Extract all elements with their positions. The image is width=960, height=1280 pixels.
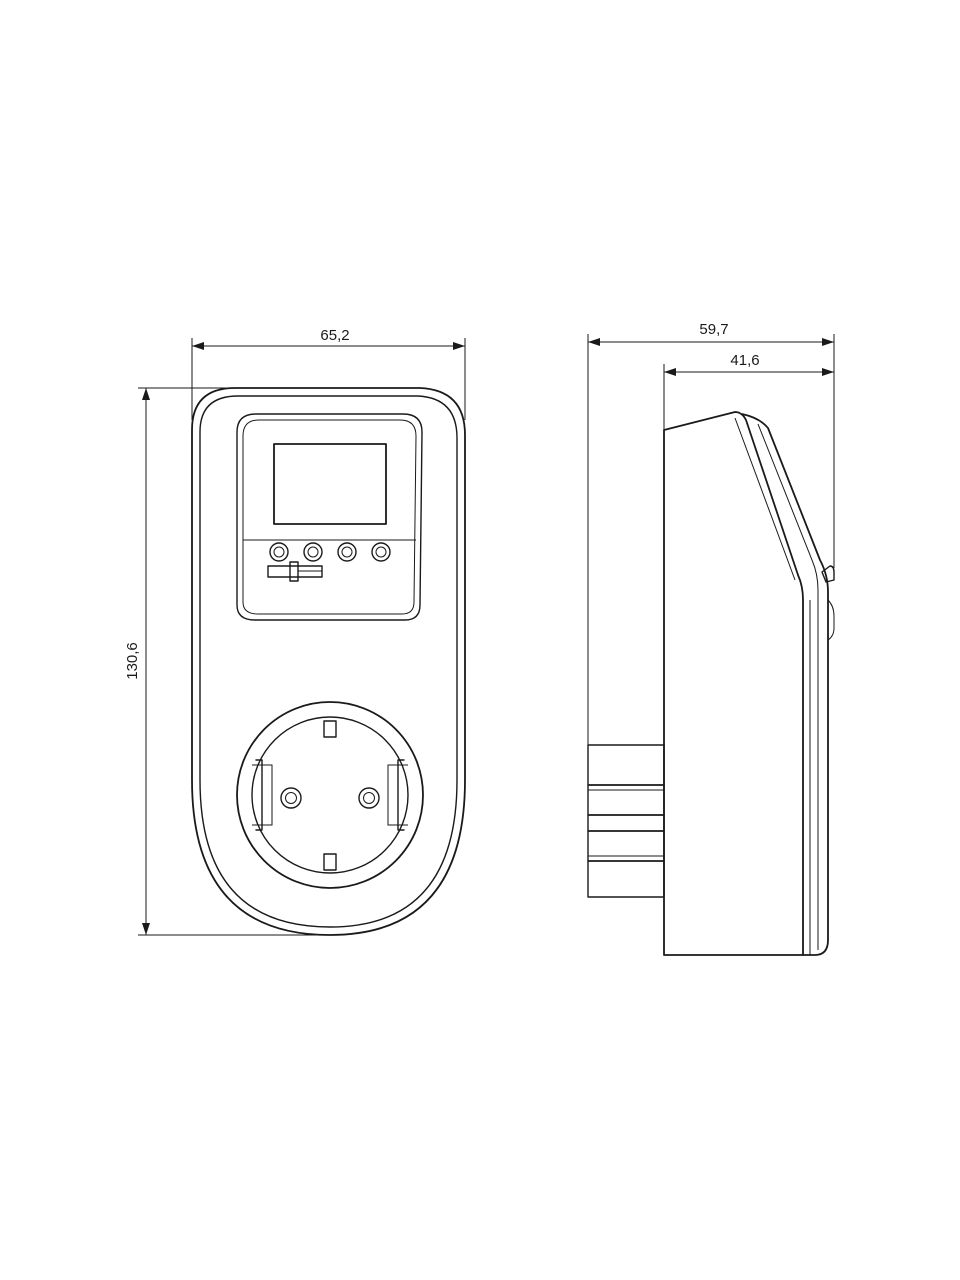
front-height-dimension: 130,6 <box>124 387 330 936</box>
front-height-label: 130,6 <box>124 642 141 680</box>
side-front-face <box>741 413 829 956</box>
plug-pins <box>587 744 665 898</box>
front-view <box>191 387 466 936</box>
side-button-icon <box>821 565 835 583</box>
front-width-label: 65,2 <box>320 327 349 344</box>
button-3-ring <box>341 546 353 558</box>
side-housing-outline <box>663 411 804 956</box>
button-4-ring <box>375 546 387 558</box>
pin-hole-left-inner <box>285 792 297 804</box>
front-housing-inner <box>199 395 458 928</box>
lcd-screen <box>273 443 387 525</box>
front-width-dimension: 65,2 <box>191 327 466 420</box>
button-2-ring <box>307 546 319 558</box>
button-1-ring <box>273 546 285 558</box>
side-switch-bump <box>827 599 835 641</box>
pin-hole-left <box>280 787 302 809</box>
button-4-icon <box>371 542 391 562</box>
side-face-edge <box>734 417 796 581</box>
side-total-depth-label: 59,7 <box>699 321 728 338</box>
earth-clip-bottom <box>323 853 337 871</box>
button-1-icon <box>269 542 289 562</box>
earth-clip-top <box>323 720 337 738</box>
display-bezel-inner <box>242 419 417 615</box>
pin-hole-right-inner <box>363 792 375 804</box>
slide-switch-icon <box>267 561 323 582</box>
side-face-inner-edge <box>757 423 819 950</box>
socket-rim-inner <box>251 716 409 874</box>
side-view <box>587 411 835 956</box>
button-3-icon <box>337 542 357 562</box>
socket-recess <box>255 759 263 831</box>
front-housing-outer <box>191 387 466 936</box>
socket-side-notch-right <box>387 764 408 826</box>
button-2-icon <box>303 542 323 562</box>
side-body-depth-label: 41,6 <box>730 352 759 369</box>
side-total-depth-dimension: 59,7 <box>587 321 835 745</box>
control-buttons <box>269 542 391 562</box>
socket-recess-right <box>397 759 405 831</box>
socket-side-notch-left <box>252 764 273 826</box>
pin-hole-right <box>358 787 380 809</box>
side-body-depth-dimension: 41,6 <box>663 352 834 430</box>
socket-outlet <box>236 701 424 889</box>
socket-rim-outer <box>236 701 424 889</box>
display-bezel-outer <box>236 413 423 621</box>
